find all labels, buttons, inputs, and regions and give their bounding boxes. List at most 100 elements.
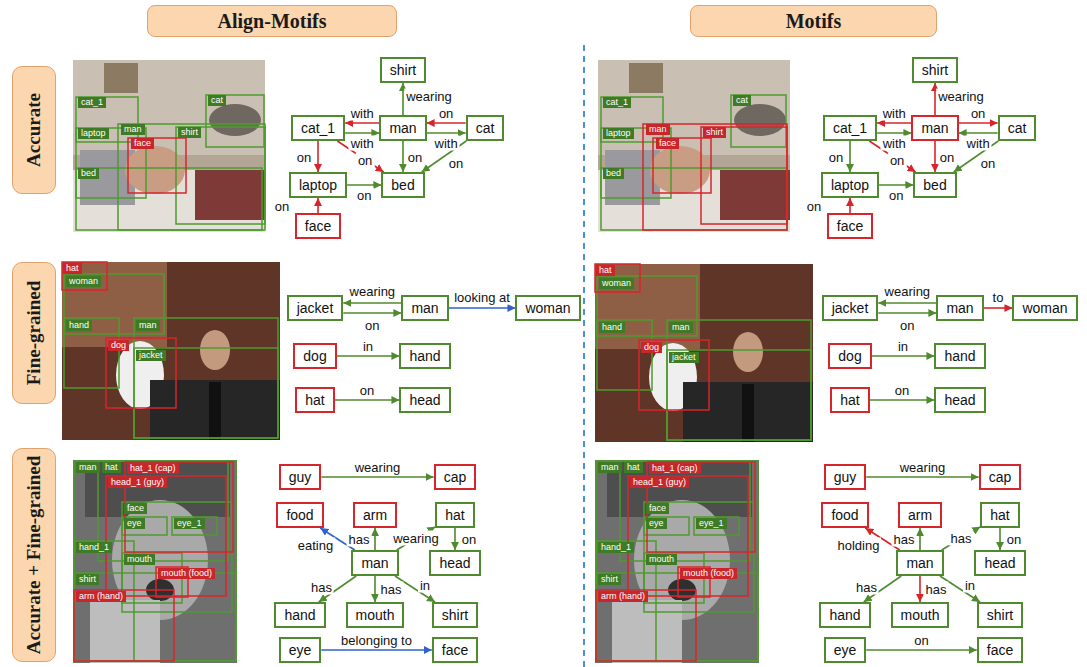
node-text: head [984, 555, 1015, 571]
relation-edge [919, 576, 921, 602]
node-text: man [361, 555, 388, 571]
object-node: head [429, 550, 480, 576]
bbox-tag: hat [624, 462, 643, 473]
bbox [134, 348, 278, 438]
relation-edge [345, 122, 379, 124]
node-text: head [944, 392, 975, 408]
object-node: laptop [821, 172, 879, 198]
bbox-tag: woman [599, 278, 634, 289]
relation-edge [866, 649, 976, 651]
relation-label: has [924, 582, 949, 597]
bbox [596, 590, 696, 661]
object-node: jacket [287, 295, 344, 321]
relation-edge [866, 476, 978, 478]
object-node: guy [824, 464, 867, 490]
relation-edge [959, 132, 998, 134]
node-text: hand [284, 607, 315, 623]
bbox [64, 318, 119, 388]
object-node: food [821, 502, 868, 528]
bbox-tag: bed [603, 168, 624, 179]
relation-label: has [309, 580, 334, 595]
node-text: guy [289, 469, 312, 485]
bbox-tag: hat_1 (cap) [649, 463, 701, 474]
bbox [176, 127, 265, 224]
bbox-tag: dog [108, 340, 129, 351]
photo-tie [209, 382, 221, 440]
relation-edge [872, 355, 935, 357]
bbox [172, 517, 217, 535]
bbox [206, 95, 264, 147]
bbox-group [62, 124, 787, 661]
node-text: head [439, 555, 470, 571]
relation-label: with [349, 106, 376, 121]
relation-label: wearing [404, 89, 454, 104]
object-node: cap [979, 464, 1022, 490]
photo-jacket [150, 380, 280, 440]
photo-ground [73, 60, 265, 232]
relation-edge [427, 122, 466, 124]
bbox [628, 476, 748, 596]
bbox [76, 168, 262, 230]
object-node: dog [828, 343, 871, 369]
relation-label: on [979, 155, 997, 170]
relation-label: on [827, 149, 845, 164]
node-text: arm [363, 507, 387, 523]
relation-edge [879, 184, 913, 186]
node-text: Align-Motifs [218, 10, 327, 33]
relation-label: on [355, 188, 373, 203]
object-node: shirt [977, 602, 1023, 628]
object-node: face [432, 637, 478, 663]
relation-label: belonging to [339, 633, 414, 648]
bbox-tag: eye [124, 518, 145, 529]
bbox [596, 573, 758, 661]
bbox-tag: face [131, 138, 154, 149]
photo-ground [73, 460, 237, 663]
bbox [134, 318, 278, 438]
relation-edge [335, 399, 400, 401]
bbox-tag: hand [66, 320, 92, 331]
node-text: man [389, 120, 416, 136]
object-node: dog [293, 343, 336, 369]
relation-label: wearing [936, 89, 986, 104]
photo-wall [73, 60, 265, 155]
node-text: laptop [831, 177, 869, 193]
relation-edge [959, 122, 998, 124]
bbox-tag: mouth [124, 554, 155, 565]
bbox [601, 97, 663, 142]
relation-label: has [347, 532, 372, 547]
node-text: hat [445, 507, 464, 523]
object-node: hat [830, 387, 869, 413]
node-text: cat_1 [833, 120, 867, 136]
relation-edge [317, 141, 319, 172]
node-text: shirt [987, 607, 1013, 623]
relation-edge [347, 184, 381, 186]
relation-edge [934, 141, 936, 172]
node-text: Motifs [786, 10, 842, 33]
relation-edge [878, 312, 936, 314]
node-text: arm [908, 507, 932, 523]
bbox [595, 264, 640, 292]
relation-label: with [965, 136, 992, 151]
relation-edge [427, 132, 466, 134]
relation-edge [402, 141, 404, 172]
bbox [76, 97, 138, 142]
row-label: Accurate [12, 66, 56, 194]
bbox [667, 350, 811, 440]
object-node: cat_1 [291, 115, 345, 141]
bbox [596, 461, 758, 661]
node-text: hat [840, 392, 859, 408]
node-text: man [906, 555, 933, 571]
bbox [597, 276, 697, 336]
relation-label: on [912, 633, 930, 648]
relation-edge [374, 528, 376, 550]
bbox [643, 124, 787, 230]
object-node: mouth [346, 602, 405, 628]
bbox-tag: jacket [669, 352, 699, 363]
bbox-tag: eye_1 [696, 518, 727, 529]
node-text: guy [834, 469, 857, 485]
relation-label: holding [836, 538, 882, 553]
bbox-tag: shirt [598, 574, 621, 585]
object-node: head [974, 550, 1025, 576]
node-text: man [411, 300, 438, 316]
bbox-tag: cat_1 [78, 97, 106, 108]
